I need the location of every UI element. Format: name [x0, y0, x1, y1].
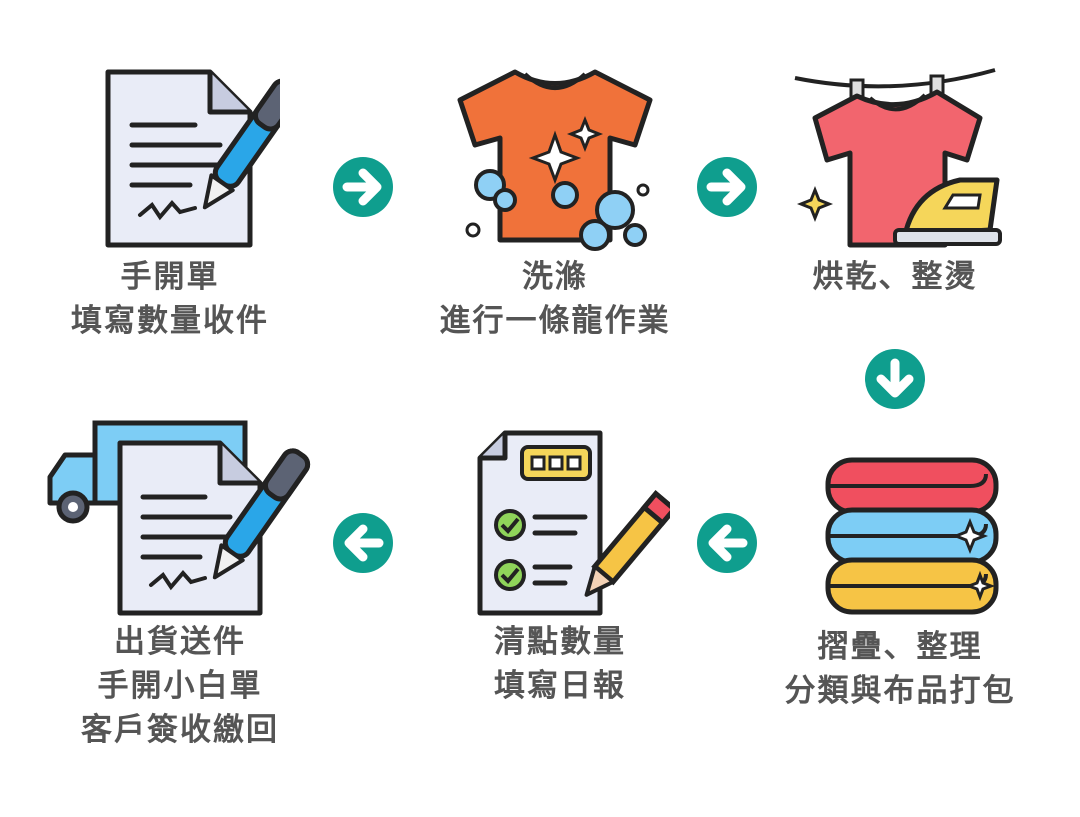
step-wash-line-2: 進行一條龍作業 — [439, 303, 671, 339]
step-order: 手開單 填寫數量收件 — [40, 60, 300, 343]
step-fold-line-1: 摺疊、整理 — [817, 629, 983, 665]
arrow-right-icon — [333, 157, 393, 217]
tshirt-wash-icon — [457, 69, 653, 251]
step-ship-line-3: 客戶簽收繳回 — [81, 712, 279, 748]
step-order-line-2: 填寫數量收件 — [71, 303, 269, 339]
step-count-line-2: 填寫日報 — [494, 668, 626, 704]
step-ship: 出貨送件 手開小白單 客戶簽收繳回 — [45, 415, 315, 752]
document-pen-icon — [105, 69, 280, 248]
step-wash: 洗滌 進行一條龍作業 — [420, 60, 690, 343]
arrow-down-icon — [865, 349, 925, 409]
checklist-icon — [477, 430, 670, 616]
step-order-line-1: 手開單 — [120, 259, 220, 295]
step-dry: 烘乾、整燙 — [780, 60, 1010, 299]
step-wash-line-1: 洗滌 — [522, 259, 588, 295]
step-fold: 摺疊、整理 分類與布品打包 — [750, 450, 1050, 713]
step-count-line-1: 清點數量 — [494, 624, 626, 660]
folded-towels-icon — [825, 457, 999, 615]
tshirt-iron-icon — [794, 68, 1002, 248]
arrow-left-icon — [697, 513, 757, 573]
step-fold-line-2: 分類與布品打包 — [784, 673, 1016, 709]
arrow-right-icon — [697, 157, 757, 217]
arrow-left-icon — [333, 513, 393, 573]
step-count: 清點數量 填寫日報 — [445, 425, 675, 708]
step-ship-line-1: 出貨送件 — [114, 624, 246, 660]
step-ship-line-2: 手開小白單 — [97, 668, 263, 704]
truck-document-icon — [47, 420, 311, 616]
step-dry-line-1: 烘乾、整燙 — [812, 259, 978, 295]
